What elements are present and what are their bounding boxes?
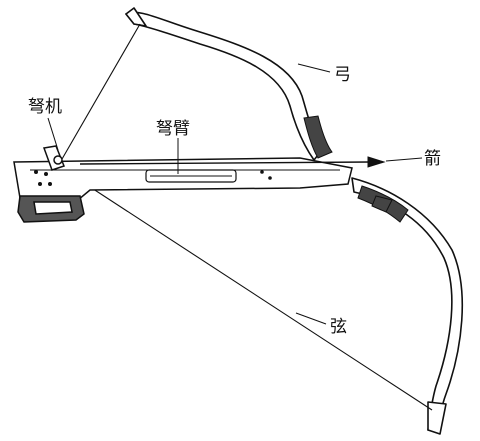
string-lower bbox=[57, 165, 433, 411]
bow-lower-tip bbox=[427, 401, 447, 435]
bow-bindings bbox=[303, 115, 409, 223]
grip-inner bbox=[33, 201, 73, 215]
string-upper bbox=[57, 23, 141, 167]
label-bow: 弓 bbox=[334, 65, 351, 85]
bow bbox=[125, 7, 464, 435]
upper-binding bbox=[303, 115, 333, 159]
label-trigger: 弩机 bbox=[28, 97, 62, 117]
leader-trigger bbox=[47, 117, 59, 151]
bow-upper-tip bbox=[125, 7, 147, 27]
label-stock: 弩臂 bbox=[156, 119, 190, 139]
leader-arrow bbox=[385, 157, 423, 162]
arrow bbox=[79, 156, 386, 168]
label-arrow: 箭 bbox=[424, 149, 441, 169]
leader-string bbox=[295, 312, 327, 325]
arrow-head bbox=[367, 156, 386, 168]
stock bbox=[13, 157, 353, 201]
stock-rivets bbox=[34, 170, 272, 186]
arrow-shaft bbox=[79, 161, 371, 165]
bowstring bbox=[57, 23, 433, 411]
trigger-pin bbox=[53, 155, 63, 165]
lower-binding-2 bbox=[371, 195, 393, 213]
bow-lower-limb bbox=[351, 177, 464, 431]
label-string: 弦 bbox=[330, 317, 347, 337]
leader-bow bbox=[297, 63, 331, 73]
trigger-mechanism bbox=[17, 145, 85, 223]
leader-lines bbox=[47, 63, 423, 325]
